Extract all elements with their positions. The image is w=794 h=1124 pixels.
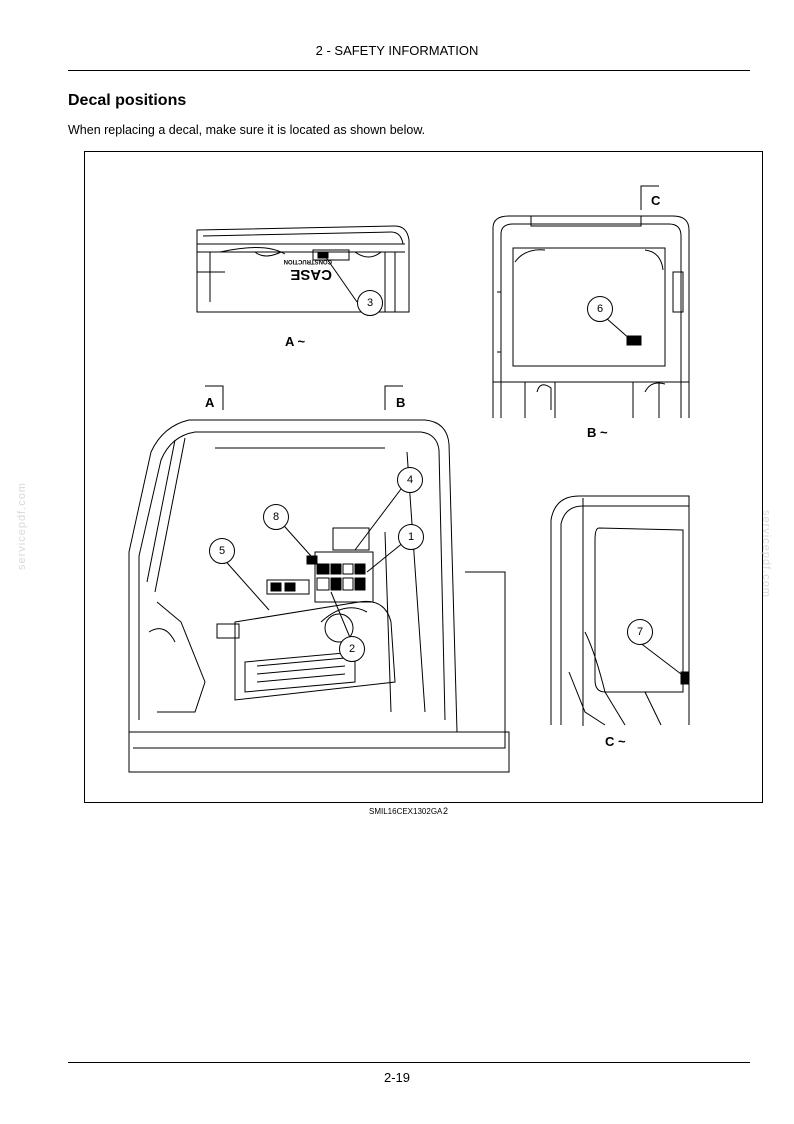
figure-reference: SMIL16CEX1302GA (369, 807, 443, 816)
view-c-detail (550, 495, 690, 726)
callout-5: 5 (209, 538, 235, 564)
view-b-detail (492, 215, 690, 418)
figure-number: 2 (443, 806, 449, 816)
callout-6: 6 (587, 296, 613, 322)
footer-rule (68, 1062, 750, 1063)
section-line-c (640, 185, 659, 210)
view-marker-b: B (396, 395, 406, 410)
view-label-a: A ~ (285, 334, 306, 349)
leader-lines (220, 255, 682, 675)
view-a-detail (196, 225, 410, 313)
decal-group (266, 555, 366, 595)
case-logo-subtext: CONSTRUCTION (284, 258, 332, 264)
section-line-a (205, 385, 224, 410)
page-number: 2-19 (383, 1070, 411, 1085)
view-marker-c: C (651, 193, 661, 208)
main-cab-view (128, 419, 510, 773)
section-header: 2 - SAFETY INFORMATION (315, 43, 479, 58)
callout-1: 1 (398, 524, 424, 550)
watermark-right: servicepdf.com (760, 510, 772, 598)
case-logo-text: CASE (290, 266, 332, 283)
callout-7: 7 (627, 619, 653, 645)
callout-2: 2 (339, 636, 365, 662)
view-label-c: C ~ (605, 734, 626, 749)
section-heading: Decal positions (68, 92, 187, 109)
callout-8: 8 (263, 504, 289, 530)
cab-drawing: CASE CONSTRUCTION (128, 185, 690, 773)
watermark-left: servicepdf.com (16, 482, 28, 570)
header-rule (68, 70, 750, 71)
intro-text: When replacing a decal, make sure it is … (68, 123, 426, 137)
view-label-b: B ~ (587, 425, 608, 440)
decal-positions-figure: CASE CONSTRUCTION (84, 151, 763, 803)
callout-3: 3 (357, 290, 383, 316)
callout-4: 4 (397, 467, 423, 493)
view-marker-a: A (205, 395, 215, 410)
section-line-b (384, 385, 403, 410)
case-logo: CASE CONSTRUCTION (284, 258, 332, 283)
